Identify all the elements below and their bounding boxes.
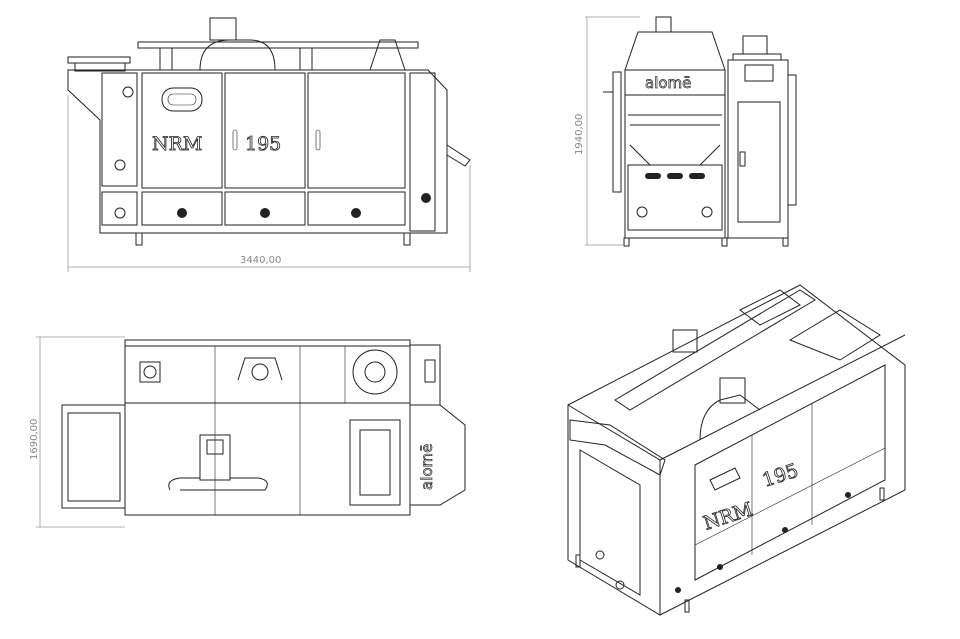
top-view: alomē 1690,00: [29, 336, 466, 528]
fan-vents: [114, 159, 431, 219]
iso-fan-vents: [595, 492, 851, 593]
depth-dimension: 1690,00: [29, 336, 125, 528]
front-view: NRM 195 3440,00: [67, 17, 471, 272]
handwheel-icon: [122, 86, 134, 98]
width-dimension: 3440,00: [67, 95, 471, 272]
side-logo: alomē: [645, 74, 691, 92]
isometric-view: NRM 195: [567, 284, 906, 616]
height-dimension: 1940,00: [574, 16, 640, 246]
top-logo: alomē: [418, 444, 436, 490]
width-dimension-text: 3440,00: [240, 255, 281, 266]
side-view: alomē 1940,00: [574, 16, 797, 247]
iso-number-label: 195: [760, 460, 801, 492]
front-model-label: NRM: [152, 133, 202, 155]
depth-dimension-text: 1690,00: [29, 419, 40, 460]
front-number-label: 195: [245, 133, 281, 155]
iso-model-label: NRM: [701, 498, 756, 534]
height-dimension-text: 1940,00: [574, 114, 585, 155]
